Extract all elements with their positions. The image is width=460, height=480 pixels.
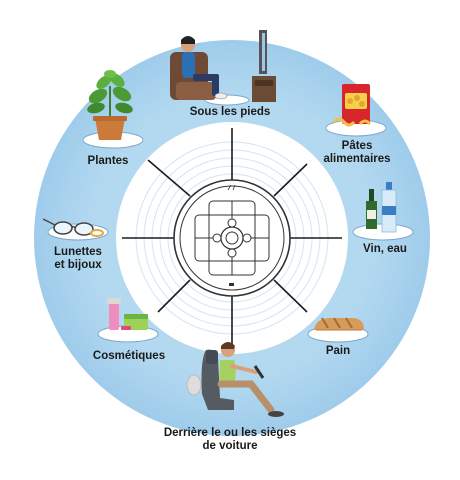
pasta-box-icon [332,84,372,127]
label-lunettes-et-bijoux: Lunettes et bijoux [54,246,102,271]
wine-and-water-bottles-icon [366,182,397,233]
potted-plant-icon [87,70,133,140]
label-derriere-sieges-voiture: Derrière le ou les sièges de voiture [163,427,297,452]
bread-loaf-icon [314,317,364,331]
cosmetics-icon [107,298,148,330]
label-pates-alimentaires: Pâtes alimentaires [323,140,391,165]
spokes [122,128,342,346]
glasses-and-jewelry-icon [42,218,104,237]
label-pain: Pain [325,345,351,357]
label-plantes: Plantes [87,155,129,167]
label-vin-eau: Vin, eau [363,243,407,255]
wifi-router-top-view-icon [173,179,291,297]
car-seat-driver-icon [186,342,284,417]
person-watching-tv-icon [170,30,276,102]
label-sous-les-pieds: Sous les pieds [189,106,271,118]
label-cosmetiques: Cosmétiques [92,350,166,362]
